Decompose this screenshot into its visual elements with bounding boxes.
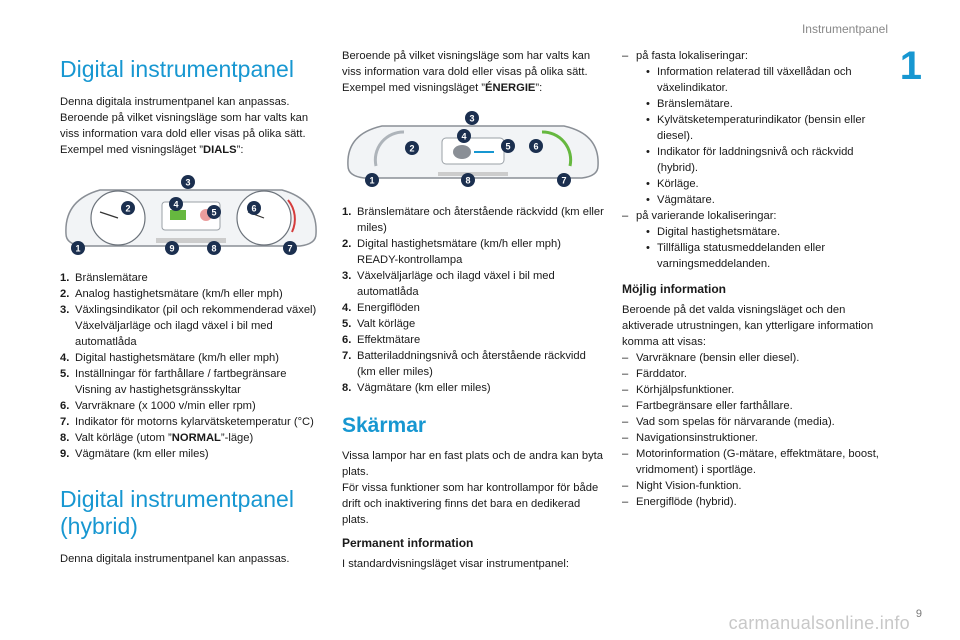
badge-1: 1 xyxy=(365,173,379,187)
list-item: Tillfälliga statusmeddelanden eller varn… xyxy=(646,240,884,272)
list-item: Bränslemätare. xyxy=(646,96,884,112)
list-item: Motorinformation (G-mätare, effektmätare… xyxy=(622,446,884,478)
badge-5: 5 xyxy=(501,139,515,153)
list-item: 3.Växelväljarläge och ilagd växel i bil … xyxy=(342,270,555,298)
svg-text:6: 6 xyxy=(251,204,256,214)
list-item: 2.Analog hastighetsmätare (km/h eller mp… xyxy=(60,288,283,301)
svg-text:5: 5 xyxy=(505,142,510,152)
list-item: Indikator för laddningsnivå och räckvidd… xyxy=(646,144,884,176)
list-item: Fartbegränsare eller farthållare. xyxy=(622,398,884,414)
badge-5: 5 xyxy=(207,205,221,220)
list-item: på fasta lokaliseringar: Information rel… xyxy=(622,48,884,208)
badge-3: 3 xyxy=(181,175,195,190)
badge-3: 3 xyxy=(465,111,479,125)
column-2: Beroende på vilket visningsläge som har … xyxy=(342,48,604,572)
list-item: 6.Varvräknare (x 1000 v/min eller rpm) xyxy=(60,400,256,413)
column-1: Digital instrumentpanel Denna digitala i… xyxy=(60,48,322,567)
svg-text:3: 3 xyxy=(185,178,190,188)
dials-cluster-diagram: 1 2 3 4 5 6 7 8 9 xyxy=(60,172,322,262)
screens-paragraph-2: För vissa funktioner som har kontrollamp… xyxy=(342,482,599,526)
list-item: Kylvätsketemperaturindikator (bensin ell… xyxy=(646,112,884,144)
list-item: Navigationsinstruktioner. xyxy=(622,430,884,446)
running-header: Instrumentpanel xyxy=(801,22,888,36)
svg-text:8: 8 xyxy=(211,244,216,254)
possible-info-heading: Möjlig information xyxy=(622,282,726,296)
badge-2: 2 xyxy=(121,201,135,216)
badge-2: 2 xyxy=(405,141,419,155)
list-item: 4.Energiflöden xyxy=(342,302,420,314)
list-item: 7.Batteriladdningsnivå och återstående r… xyxy=(342,350,586,378)
list-item: Information relaterad till växellådan oc… xyxy=(646,64,884,96)
list-item: 5.Inställningar för farthållare / fartbe… xyxy=(60,368,287,397)
col2-intro: Beroende på vilket visningsläge som har … xyxy=(342,50,591,78)
list-item: 6.Effektmätare xyxy=(342,334,421,346)
badge-4: 4 xyxy=(169,197,183,212)
svg-text:9: 9 xyxy=(169,244,174,254)
section-title-digital: Digital instrumentpanel xyxy=(60,56,294,82)
list-item: Körläge. xyxy=(646,176,884,192)
list-item: 7.Indikator för motorns kylarvätsketempe… xyxy=(60,416,314,429)
svg-text:1: 1 xyxy=(75,244,80,254)
permanent-info-heading: Permanent information xyxy=(342,536,474,550)
example-line: Exempel med visningsläget ”DIALS”: xyxy=(60,144,244,157)
energie-cluster-diagram: 1 2 3 4 5 6 7 8 xyxy=(342,110,604,196)
badge-7: 7 xyxy=(557,173,571,187)
dials-legend-list: 1.Bränslemätare 2.Analog hastighetsmätar… xyxy=(60,270,322,462)
badge-9: 9 xyxy=(165,241,179,256)
section-title-screens: Skärmar xyxy=(342,414,427,437)
hybrid-intro: Denna digitala instrumentpanel kan anpas… xyxy=(60,553,290,566)
possible-info-list: Varvräknare (bensin eller diesel). Färdd… xyxy=(622,350,884,510)
list-item: Körhjälpsfunktioner. xyxy=(622,382,884,398)
list-item: 8.Vägmätare (km eller miles) xyxy=(342,382,491,394)
permanent-info-paragraph: I standardvisningsläget visar instrument… xyxy=(342,558,569,570)
svg-text:3: 3 xyxy=(469,114,474,124)
svg-text:8: 8 xyxy=(465,176,470,186)
svg-text:7: 7 xyxy=(287,244,292,254)
svg-text:2: 2 xyxy=(125,204,130,214)
possible-info-paragraph: Beroende på det valda visningsläget och … xyxy=(622,304,874,348)
svg-text:4: 4 xyxy=(173,200,178,210)
list-item: 8.Valt körläge (utom ”NORMAL”-läge) xyxy=(60,432,254,445)
intro-paragraph: Denna digitala instrumentpanel kan anpas… xyxy=(60,96,309,141)
badge-1: 1 xyxy=(71,241,85,256)
section-title-hybrid: Digital instrumentpanel (hybrid) xyxy=(60,486,294,539)
list-item: Varvräknare (bensin eller diesel). xyxy=(622,350,884,366)
list-item: Digital hastighetsmätare. xyxy=(646,224,884,240)
list-item: Energiflöde (hybrid). xyxy=(622,494,884,510)
badge-6: 6 xyxy=(247,201,261,216)
example-line: Exempel med visningsläget ”ÉNERGIE”: xyxy=(342,82,543,94)
column-3: på fasta lokaliseringar: Information rel… xyxy=(622,48,884,510)
watermark: carmanualsonline.info xyxy=(728,613,910,633)
badge-8: 8 xyxy=(461,173,475,187)
svg-text:6: 6 xyxy=(533,142,538,152)
svg-text:7: 7 xyxy=(561,176,566,186)
list-item: 1.Bränslemätare xyxy=(60,272,148,285)
list-item: Vägmätare. xyxy=(646,192,884,208)
svg-text:1: 1 xyxy=(369,176,374,186)
badge-4: 4 xyxy=(457,129,471,143)
page-number: 9 xyxy=(915,608,922,620)
svg-text:5: 5 xyxy=(211,208,216,218)
list-item: Färddator. xyxy=(622,366,884,382)
energie-legend-list: 1.Bränslemätare och återstående räckvidd… xyxy=(342,204,604,396)
svg-text:4: 4 xyxy=(461,132,466,142)
chapter-number: 1 xyxy=(899,44,922,88)
badge-7: 7 xyxy=(283,241,297,256)
list-item: 4.Digital hastighetsmätare (km/h eller m… xyxy=(60,352,279,365)
list-item: 5.Valt körläge xyxy=(342,318,416,330)
list-item: Night Vision-funktion. xyxy=(622,478,884,494)
badge-8: 8 xyxy=(207,241,221,256)
badge-6: 6 xyxy=(529,139,543,153)
list-item: på varierande lokaliseringar: Digital ha… xyxy=(622,208,884,272)
list-item: 2.Digital hastighetsmätare (km/h eller m… xyxy=(342,238,561,266)
list-item: Vad som spelas för närvarande (media). xyxy=(622,414,884,430)
list-item: 1.Bränslemätare och återstående räckvidd… xyxy=(342,206,604,234)
screens-paragraph-1: Vissa lampor har en fast plats och de an… xyxy=(342,450,603,478)
fixed-locations-list: på fasta lokaliseringar: Information rel… xyxy=(622,48,884,272)
list-item: 9.Vägmätare (km eller miles) xyxy=(60,448,209,461)
svg-text:2: 2 xyxy=(409,144,414,154)
list-item: 3.Växlingsindikator (pil och rekommender… xyxy=(60,304,317,349)
